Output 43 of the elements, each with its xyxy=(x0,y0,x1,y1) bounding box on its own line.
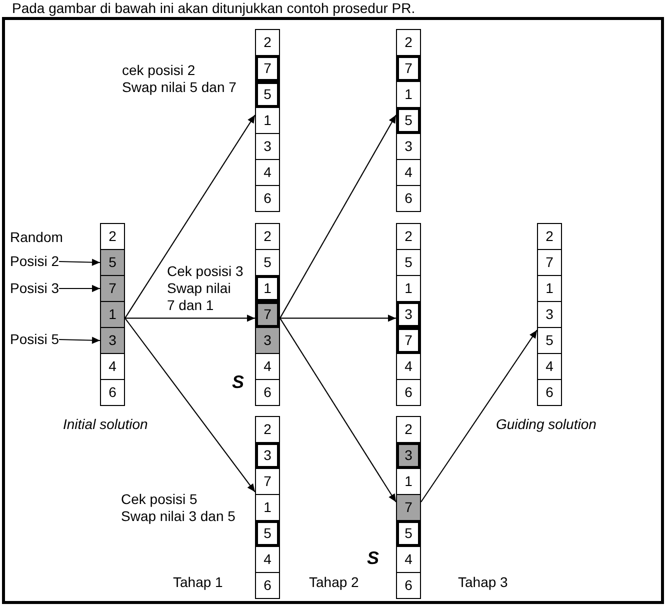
arrow xyxy=(420,330,538,502)
leader-arrow xyxy=(58,258,100,266)
highlighted-array-cell: 1 xyxy=(255,275,280,302)
highlighted-array-cell: 5 xyxy=(396,520,421,547)
highlighted-array-cell: 5 xyxy=(255,520,280,547)
selection-mark: S xyxy=(367,548,380,568)
highlighted-array-cell: 3 xyxy=(396,301,421,328)
step-note: cek posisi 2 Swap nilai 5 dan 7 xyxy=(122,62,236,96)
shaded-array-cell: 5 xyxy=(100,249,125,276)
position-label: Posisi 5 xyxy=(10,331,60,348)
text-label: Random xyxy=(10,229,63,246)
highlighted-array-cell: 7 xyxy=(255,301,280,328)
shaded-array-cell: 7 xyxy=(396,494,421,521)
arrow xyxy=(124,318,256,492)
shaded-array-cell: 7 xyxy=(100,275,125,302)
arrow xyxy=(124,114,256,318)
highlighted-array-cell: 5 xyxy=(255,81,280,108)
highlighted-array-cell: 3 xyxy=(255,442,280,469)
highlighted-array-cell: 5 xyxy=(396,107,421,134)
arrow xyxy=(125,314,255,322)
shaded-array-cell: 1 xyxy=(100,301,125,328)
position-label: Posisi 3 xyxy=(10,280,60,297)
title: Pada gambar di bawah ini akan ditunjukkan contoh prosedur PR. xyxy=(12,0,416,17)
highlighted-array-cell: 7 xyxy=(255,55,280,82)
stage-label: Tahap 3 xyxy=(458,574,508,591)
leader-arrow xyxy=(58,336,100,344)
highlighted-array-cell: 7 xyxy=(396,327,421,354)
arrow xyxy=(280,314,396,322)
arrow xyxy=(280,114,396,318)
selection-mark: S xyxy=(232,372,244,392)
step-note: Cek posisi 3 Swap nilai 7 dan 1 xyxy=(167,263,244,314)
shaded-array-cell: 3 xyxy=(255,327,280,354)
solution-caption: Guiding solution xyxy=(496,416,596,433)
leader-arrow xyxy=(59,284,100,292)
stage-label: Tahap 2 xyxy=(309,574,359,591)
highlighted-array-cell: 3 xyxy=(396,442,421,469)
shaded-array-cell: 3 xyxy=(100,327,125,354)
position-label: Posisi 2 xyxy=(10,253,60,270)
arrow xyxy=(280,318,396,502)
step-note: Cek posisi 5 Swap nilai 3 dan 5 xyxy=(121,491,236,525)
solution-caption: Initial solution xyxy=(63,416,148,433)
highlighted-array-cell: 7 xyxy=(396,55,421,82)
stage-label: Tahap 1 xyxy=(173,574,223,591)
